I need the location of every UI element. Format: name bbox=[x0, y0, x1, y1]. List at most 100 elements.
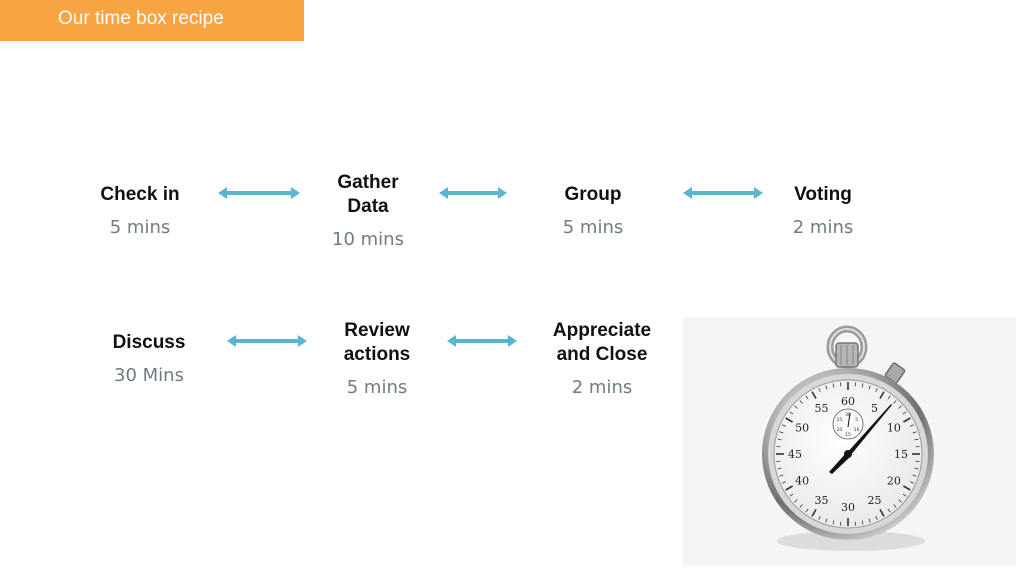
step-label: Appreciate and Close bbox=[552, 320, 652, 365]
step-label: Group bbox=[564, 184, 622, 205]
dial-tick bbox=[893, 504, 897, 508]
dial-tick bbox=[912, 474, 917, 477]
dial-tick bbox=[794, 405, 798, 409]
dial-number: 60 bbox=[841, 395, 855, 408]
dial-tick bbox=[782, 481, 787, 484]
step-duration: 2 mins bbox=[571, 377, 633, 398]
step-duration: 10 mins bbox=[332, 229, 404, 250]
dial-number: 20 bbox=[887, 475, 901, 488]
step-label: Check in bbox=[100, 184, 180, 205]
dial-tick bbox=[789, 493, 794, 497]
dial-tick bbox=[811, 509, 817, 517]
dial-tick bbox=[903, 417, 911, 423]
dial-tick bbox=[879, 391, 885, 399]
dial-tick bbox=[914, 467, 919, 470]
dial-tick bbox=[875, 515, 878, 520]
step-review-actions: Review actions 5 mins bbox=[317, 319, 437, 398]
step-duration: 30 Mins bbox=[114, 365, 184, 386]
dial-number: 30 bbox=[841, 501, 855, 514]
dial-tick bbox=[799, 504, 803, 508]
dial-tick bbox=[902, 411, 907, 415]
dial-tick bbox=[879, 509, 885, 517]
double-arrow-icon bbox=[683, 187, 763, 199]
dial-tick bbox=[799, 400, 803, 404]
dial-tick bbox=[898, 499, 902, 503]
step-duration: 5 mins bbox=[346, 377, 408, 398]
dial-tick bbox=[903, 485, 911, 491]
dial-tick bbox=[825, 518, 828, 523]
second-hand-tail bbox=[829, 452, 851, 474]
step-duration: 5 mins bbox=[562, 217, 624, 238]
double-arrow-icon bbox=[218, 187, 300, 199]
sub-dial-number: 15 bbox=[845, 432, 851, 438]
dial-tick bbox=[777, 438, 782, 441]
dial-tick bbox=[875, 388, 878, 393]
step-appreciate-and-close: Appreciate and Close 2 mins bbox=[532, 319, 672, 398]
dial-number: 10 bbox=[887, 422, 901, 435]
dial-tick bbox=[861, 520, 864, 525]
dial-tick bbox=[912, 431, 917, 434]
dial-tick bbox=[805, 395, 809, 400]
step-label: Discuss bbox=[112, 332, 186, 353]
dial-tick bbox=[887, 395, 891, 400]
dial-tick bbox=[893, 400, 897, 404]
dial-tick bbox=[818, 515, 821, 520]
dial-tick bbox=[909, 481, 914, 484]
double-arrow-icon bbox=[447, 335, 517, 347]
step-check-in: Check in 5 mins bbox=[80, 183, 200, 238]
dial-tick bbox=[785, 485, 793, 491]
dial-tick bbox=[789, 411, 794, 415]
dial-tick bbox=[861, 383, 864, 388]
step-duration: 5 mins bbox=[109, 217, 171, 238]
slide-title-banner: Our time box recipe bbox=[0, 0, 304, 41]
dial-tick bbox=[898, 405, 902, 409]
dial-tick bbox=[887, 508, 891, 513]
step-label: Voting bbox=[794, 184, 852, 205]
dial-number: 40 bbox=[795, 475, 809, 488]
dial-number: 50 bbox=[795, 422, 809, 435]
sub-dial-number: 10 bbox=[854, 427, 860, 433]
dial-tick bbox=[832, 383, 835, 388]
dial-tick bbox=[777, 467, 782, 470]
dial-tick bbox=[825, 385, 828, 390]
dial-number: 55 bbox=[815, 402, 829, 415]
double-arrow-icon bbox=[439, 187, 507, 199]
dial-tick bbox=[868, 518, 871, 523]
step-duration: 2 mins bbox=[792, 217, 854, 238]
dial-tick bbox=[832, 520, 835, 525]
dial-tick bbox=[818, 388, 821, 393]
step-label: Gather Data bbox=[337, 172, 399, 217]
dial-tick bbox=[902, 493, 907, 497]
second-hand bbox=[846, 404, 892, 456]
sub-dial-hand bbox=[847, 412, 851, 428]
dial-number: 15 bbox=[894, 448, 908, 461]
dial-tick bbox=[794, 499, 798, 503]
dial-tick bbox=[779, 431, 784, 434]
sub-dial-number: 20 bbox=[836, 427, 842, 433]
dial-number: 35 bbox=[815, 494, 829, 507]
dial-tick bbox=[779, 474, 784, 477]
slide-title: Our time box recipe bbox=[58, 8, 224, 29]
dial-tick bbox=[868, 385, 871, 390]
sub-dial-number: 30 bbox=[845, 412, 851, 418]
step-gather-data: Gather Data 10 mins bbox=[308, 171, 428, 250]
hand-pivot bbox=[844, 450, 852, 458]
step-voting: Voting 2 mins bbox=[763, 183, 883, 238]
dial-number: 5 bbox=[871, 402, 878, 415]
dial-tick bbox=[782, 424, 787, 427]
dial-tick bbox=[914, 438, 919, 441]
dial-tick bbox=[909, 424, 914, 427]
sub-dial-number: 5 bbox=[855, 417, 858, 423]
double-arrow-icon bbox=[227, 335, 307, 347]
dial-tick bbox=[805, 508, 809, 513]
step-label: Review actions bbox=[343, 320, 411, 365]
dial-number: 25 bbox=[868, 494, 882, 507]
step-group: Group 5 mins bbox=[533, 183, 653, 238]
dial-tick bbox=[811, 391, 817, 399]
dial-tick bbox=[785, 417, 793, 423]
step-discuss: Discuss 30 Mins bbox=[89, 331, 209, 386]
dial-number: 45 bbox=[788, 448, 802, 461]
sub-dial-number: 25 bbox=[836, 417, 842, 423]
